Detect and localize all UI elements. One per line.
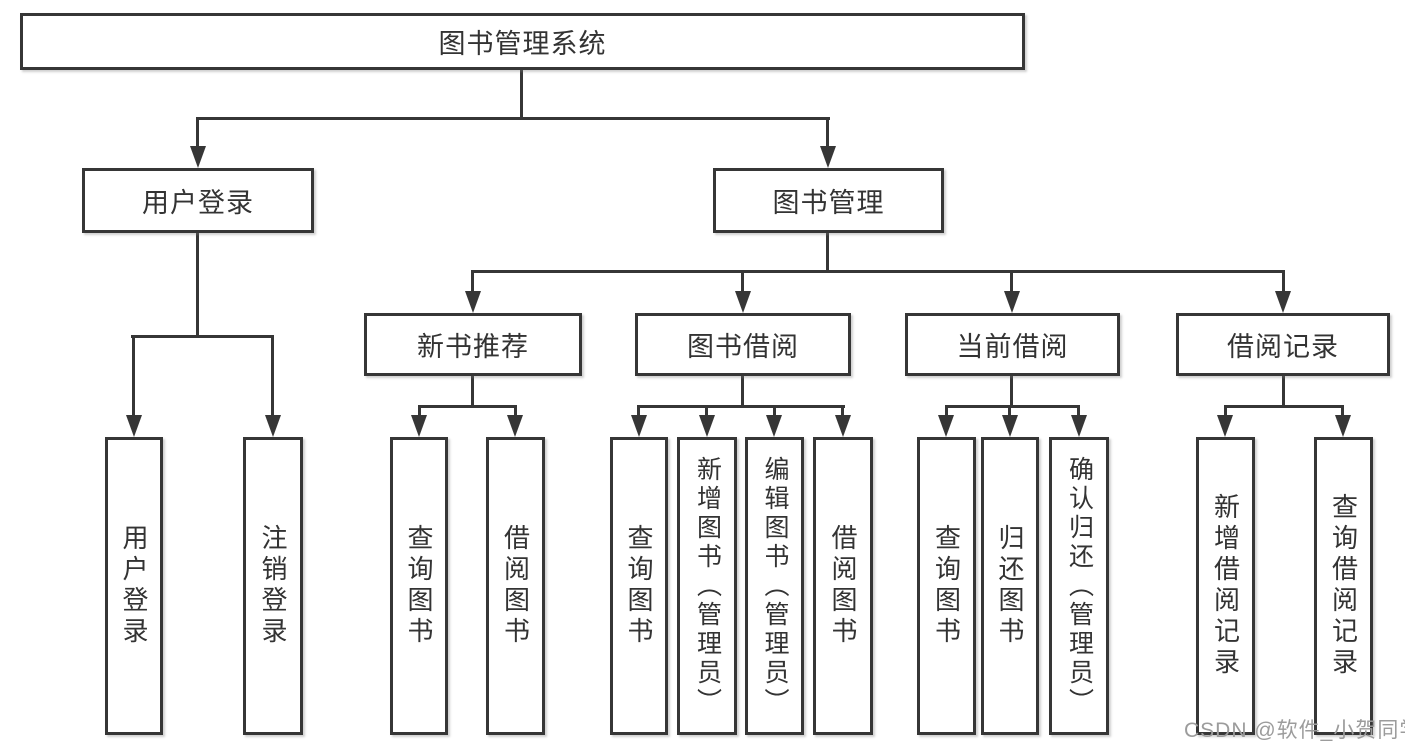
arrow-down-icon <box>1002 415 1018 437</box>
connector-line <box>196 233 199 338</box>
arrow-down-icon <box>411 415 427 437</box>
connector-line <box>637 405 640 418</box>
arrow-down-icon <box>1071 415 1087 437</box>
leaf-confirm-return-admin-label: 确认归还（管理员） <box>1065 455 1094 717</box>
connector-line <box>1282 376 1285 408</box>
leaf-add-borrow-record: 新增借阅记录 <box>1196 437 1255 735</box>
node-borrow-records: 借阅记录 <box>1176 313 1390 376</box>
leaf-query-borrow-record: 查询借阅记录 <box>1314 437 1373 735</box>
connector-line <box>271 335 274 417</box>
leaf-query-books-borrowing-label: 查询图书 <box>624 524 654 648</box>
connector-line <box>196 117 199 148</box>
connector-line <box>1341 405 1344 418</box>
connector-line <box>1077 405 1080 418</box>
leaf-query-books-recommend: 查询图书 <box>390 437 448 735</box>
leaf-add-borrow-record-label: 新增借阅记录 <box>1210 493 1241 679</box>
connector-line <box>471 270 1285 273</box>
leaf-add-books-admin: 新增图书（管理员） <box>677 437 737 735</box>
node-root-label: 图书管理系统 <box>438 29 607 59</box>
arrow-down-icon <box>631 415 647 437</box>
leaf-edit-books-admin: 编辑图书（管理员） <box>745 437 804 735</box>
connector-line <box>1010 376 1013 408</box>
leaf-user-login-label: 用户登录 <box>119 524 149 648</box>
connector-line <box>741 376 744 408</box>
leaf-edit-books-admin-label: 编辑图书（管理员） <box>761 455 789 717</box>
arrow-down-icon <box>699 415 715 437</box>
arrow-down-icon <box>1004 291 1020 313</box>
connector-line <box>1008 405 1011 418</box>
arrow-down-icon <box>820 146 836 168</box>
node-root: 图书管理系统 <box>20 13 1025 70</box>
arrow-down-icon <box>265 415 281 437</box>
arrow-down-icon <box>766 415 782 437</box>
leaf-borrow-books-recommend: 借阅图书 <box>486 437 545 735</box>
leaf-return-books-label: 归还图书 <box>995 524 1025 648</box>
arrow-down-icon <box>835 415 851 437</box>
leaf-borrow-books-borrowing-label: 借阅图书 <box>828 524 858 648</box>
connector-line <box>841 405 844 418</box>
node-book-borrowing: 图书借阅 <box>635 313 851 376</box>
node-book-management: 图书管理 <box>713 168 944 233</box>
arrow-down-icon <box>1275 291 1291 313</box>
connector-line <box>418 405 421 418</box>
leaf-add-books-admin-label: 新增图书（管理员） <box>693 455 722 717</box>
watermark: CSDN @软件_小贺同学 <box>1184 719 1405 742</box>
arrow-down-icon <box>190 146 206 168</box>
connector-line <box>196 117 830 120</box>
connector-line <box>826 117 829 148</box>
node-user-login: 用户登录 <box>82 168 314 233</box>
connector-line <box>945 405 1080 408</box>
arrow-down-icon <box>1217 415 1233 437</box>
arrow-down-icon <box>1335 415 1351 437</box>
node-new-book-recommend-label: 新书推荐 <box>417 332 529 362</box>
node-book-management-label: 图书管理 <box>772 188 885 218</box>
leaf-logout-login-label: 注销登录 <box>258 524 288 648</box>
connector-line <box>1010 270 1013 293</box>
leaf-confirm-return-admin: 确认归还（管理员） <box>1049 437 1109 735</box>
arrow-down-icon <box>126 415 142 437</box>
leaf-borrow-books-recommend-label: 借阅图书 <box>500 524 531 648</box>
connector-line <box>520 70 523 118</box>
connector-line <box>1224 405 1227 418</box>
leaf-query-borrow-record-label: 查询借阅记录 <box>1328 493 1359 679</box>
connector-line <box>471 376 474 408</box>
leaf-query-books-current-label: 查询图书 <box>931 524 962 648</box>
connector-line <box>637 405 845 408</box>
leaf-user-login: 用户登录 <box>105 437 163 735</box>
connector-line <box>741 270 744 293</box>
connector-line <box>705 405 708 418</box>
leaf-logout-login: 注销登录 <box>243 437 303 735</box>
node-user-login-label: 用户登录 <box>142 188 254 218</box>
node-current-borrowing: 当前借阅 <box>905 313 1120 376</box>
connector-line <box>773 405 776 418</box>
arrow-down-icon <box>938 415 954 437</box>
connector-line <box>132 335 135 417</box>
connector-line <box>471 270 474 293</box>
node-new-book-recommend: 新书推荐 <box>364 313 582 376</box>
arrow-down-icon <box>735 291 751 313</box>
connector-line <box>1224 405 1344 408</box>
leaf-borrow-books-borrowing: 借阅图书 <box>813 437 873 735</box>
node-current-borrowing-label: 当前借阅 <box>956 332 1069 362</box>
connector-line <box>131 335 274 338</box>
node-book-borrowing-label: 图书借阅 <box>687 332 799 362</box>
leaf-query-books-current: 查询图书 <box>917 437 976 735</box>
leaf-query-books-recommend-label: 查询图书 <box>404 524 434 648</box>
arrow-down-icon <box>465 291 481 313</box>
arrow-down-icon <box>507 415 523 437</box>
node-borrow-records-label: 借阅记录 <box>1227 332 1339 362</box>
connector-line <box>514 405 517 418</box>
connector-line <box>1282 270 1285 293</box>
leaf-return-books: 归还图书 <box>981 437 1039 735</box>
connector-line <box>418 405 517 408</box>
connector-line <box>945 405 948 418</box>
leaf-query-books-borrowing: 查询图书 <box>610 437 668 735</box>
connector-line <box>826 233 829 273</box>
